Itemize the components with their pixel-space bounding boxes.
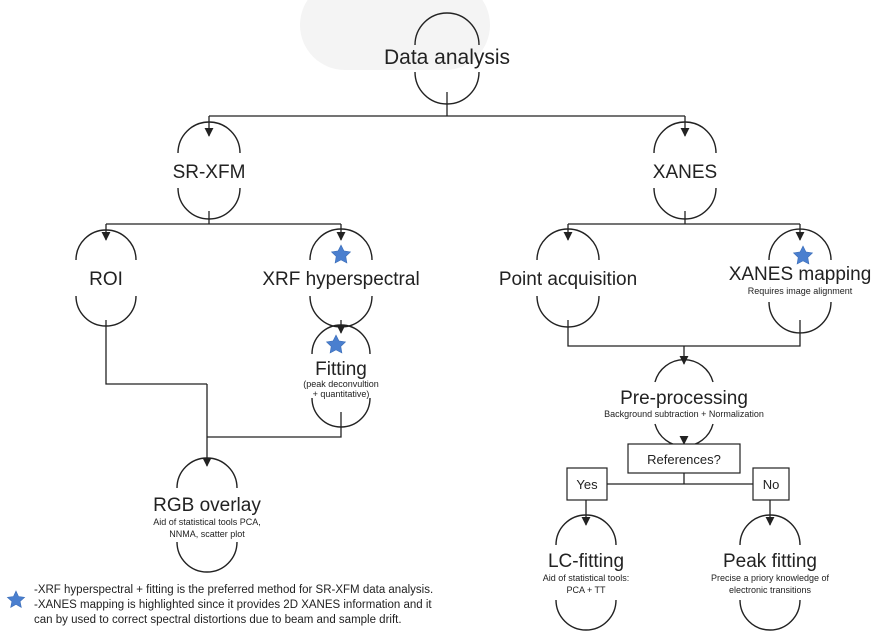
node-data-analysis: Data analysis — [384, 46, 510, 69]
node-pre-processing: Pre-processing — [620, 388, 748, 409]
yes-label: Yes — [576, 477, 598, 492]
arc-mapping-top — [768, 228, 832, 261]
arc-xanes-top — [653, 121, 717, 154]
arc-xrf-bottom — [309, 295, 373, 328]
peak-note-line-2: electronic transitions — [729, 585, 812, 595]
no-label: No — [763, 477, 780, 492]
arc-mapping-bottom — [768, 301, 832, 334]
node-xanes-mapping: XANES mapping — [729, 264, 872, 285]
node-xrf-hyperspectral: XRF hyperspectral — [262, 269, 419, 290]
rgb-note-line-1: Aid of statistical tools PCA, — [153, 517, 261, 527]
node-rgb-overlay: RGB overlay — [153, 495, 261, 516]
legend-line-1: -XRF hyperspectral + fitting is the pref… — [34, 584, 434, 596]
fitting-note-line-2: + quantitative) — [313, 389, 370, 399]
legend-line-2: -XANES mapping is highlighted since it p… — [34, 599, 432, 611]
node-xanes: XANES — [653, 162, 717, 183]
node-roi: ROI — [89, 269, 123, 290]
arc-rgb-bottom — [176, 541, 238, 573]
node-arcs — [75, 12, 832, 631]
node-peak-fitting: Peak fitting — [723, 551, 817, 572]
xanes-mapping-note: Requires image alignment — [748, 286, 853, 296]
arc-point-bottom — [536, 295, 600, 328]
arc-data-analysis-bottom — [414, 71, 480, 105]
arc-fitting-top — [311, 324, 371, 355]
node-lc-fitting: LC-fitting — [548, 551, 624, 572]
watermark-shape — [300, 0, 490, 70]
star-icon — [6, 590, 26, 608]
arc-roi-bottom — [75, 295, 137, 327]
star-icon — [325, 334, 347, 354]
rgb-note-line-2: NNMA, scatter plot — [169, 529, 245, 539]
references-box — [627, 443, 741, 474]
arc-point-top — [536, 228, 600, 261]
fitting-note-line-1: (peak deconvultion — [303, 379, 379, 389]
arc-peak-bottom — [739, 599, 801, 631]
arc-rgb-top — [176, 457, 238, 489]
edge-roi-down — [105, 320, 207, 385]
node-sr-xfm: SR-XFM — [173, 162, 246, 183]
connectors — [101, 92, 805, 526]
no-box — [752, 467, 790, 501]
arc-xrf-top — [309, 228, 373, 261]
pre-processing-note: Background subtraction + Normalization — [604, 409, 764, 419]
arc-preprocessing-top — [654, 358, 714, 383]
node-fitting: Fitting — [315, 359, 367, 380]
arc-sr-xfm-bottom — [177, 187, 241, 220]
star-icon — [330, 244, 352, 264]
edge-fitting-down — [207, 412, 342, 438]
legend-line-3: can by used to correct spectral distorti… — [34, 614, 402, 626]
edge-merge-xanes — [567, 320, 801, 347]
arc-lc-top — [555, 514, 617, 546]
lc-note-line-1: Aid of statistical tools: — [543, 573, 630, 583]
arc-peak-top — [739, 514, 801, 546]
legend: -XRF hyperspectral + fitting is the pref… — [34, 583, 433, 628]
arc-data-analysis-top — [414, 12, 480, 46]
yes-box — [566, 467, 608, 501]
arc-sr-xfm-top — [177, 121, 241, 154]
lc-note-line-2: PCA + TT — [566, 585, 606, 595]
arc-fitting-bottom — [311, 397, 371, 428]
references-label: References? — [647, 452, 721, 467]
arc-roi-top — [75, 229, 137, 261]
peak-note-line-1: Precise a priory knowledge of — [711, 573, 830, 583]
arc-lc-bottom — [555, 599, 617, 631]
arc-xanes-bottom — [653, 187, 717, 220]
star-icon — [792, 245, 814, 265]
node-point-acquisition: Point acquisition — [499, 269, 637, 290]
